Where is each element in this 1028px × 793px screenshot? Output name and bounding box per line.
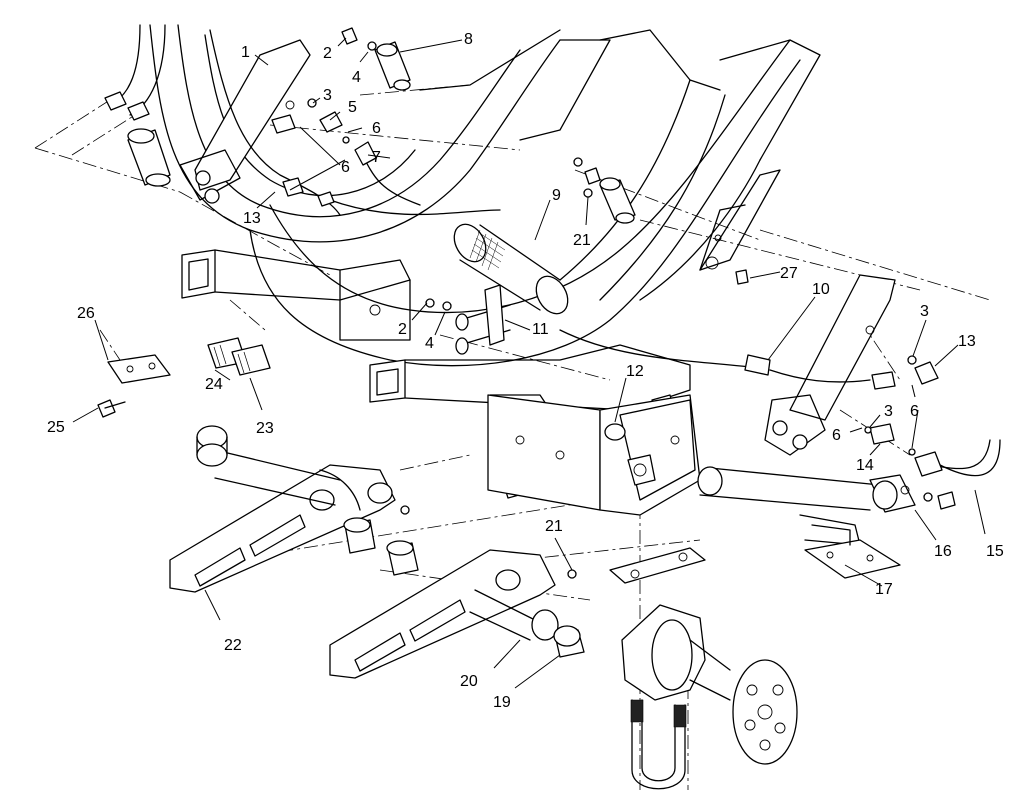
callout-11: 11 — [532, 321, 549, 338]
center-bracket — [487, 394, 701, 516]
flat-head-screw — [97, 399, 126, 418]
callout-23: 23 — [256, 420, 274, 437]
hitch-plugs — [207, 337, 271, 376]
arm-weldment-left — [169, 425, 396, 593]
callout-13: 13 — [243, 210, 261, 227]
callout-27: 27 — [780, 265, 798, 282]
callout-7: 7 — [372, 149, 381, 166]
callout-5: 5 — [348, 99, 357, 116]
callout-12: 12 — [626, 363, 644, 380]
callout-25: 25 — [47, 419, 65, 436]
pin-center — [599, 177, 636, 224]
arm-weldment-right — [329, 549, 559, 679]
pin-left — [127, 128, 171, 187]
callout-4: 4 — [352, 69, 361, 86]
callout-21b: 21 — [545, 518, 563, 535]
callout-6b: 6 — [341, 159, 350, 176]
u-bolt — [630, 699, 687, 790]
callout-9: 9 — [552, 187, 561, 204]
callout-20: 20 — [460, 673, 478, 690]
pin-upper-left — [374, 41, 411, 91]
mounting-plate — [107, 354, 171, 384]
leader-lines — [72, 37, 986, 689]
small-hardware — [307, 27, 956, 579]
callout-6c: 6 — [910, 403, 919, 420]
bushings — [343, 517, 585, 658]
callout-3: 3 — [323, 87, 332, 104]
callout-2b: 2 — [398, 321, 407, 338]
u-bolt-plate — [609, 547, 706, 584]
callout-1: 1 — [241, 44, 250, 61]
callout-2: 2 — [323, 45, 332, 62]
callout-15: 15 — [986, 543, 1004, 560]
callout-26: 26 — [77, 305, 95, 322]
callout-17: 17 — [875, 581, 893, 598]
callout-3c: 3 — [884, 403, 893, 420]
callout-10: 10 — [812, 281, 830, 298]
callout-19: 19 — [493, 694, 511, 711]
callout-6: 6 — [372, 120, 381, 137]
callout-8: 8 — [464, 31, 473, 48]
wheel-hub-spindle — [621, 604, 798, 765]
square-tube-receiver-left — [181, 249, 411, 341]
callout-14: 14 — [856, 457, 874, 474]
callout-24: 24 — [205, 376, 223, 393]
callout-6d: 6 — [832, 427, 841, 444]
tube-clamp — [455, 284, 511, 355]
callout-3b: 3 — [920, 303, 929, 320]
callout-4b: 4 — [425, 335, 434, 352]
clevis — [869, 474, 916, 513]
hydraulic-cylinder-right — [764, 274, 896, 456]
hydraulic-cylinder-left — [179, 39, 311, 204]
callout-13b: 13 — [958, 333, 976, 350]
callout-21: 21 — [573, 232, 591, 249]
axle-tube — [697, 466, 901, 579]
callout-22: 22 — [224, 637, 242, 654]
callout-labels: 1 2 3 4 5 6 6 7 8 9 13 21 27 10 3 13 26 … — [47, 31, 1004, 711]
callout-16: 16 — [934, 543, 952, 560]
